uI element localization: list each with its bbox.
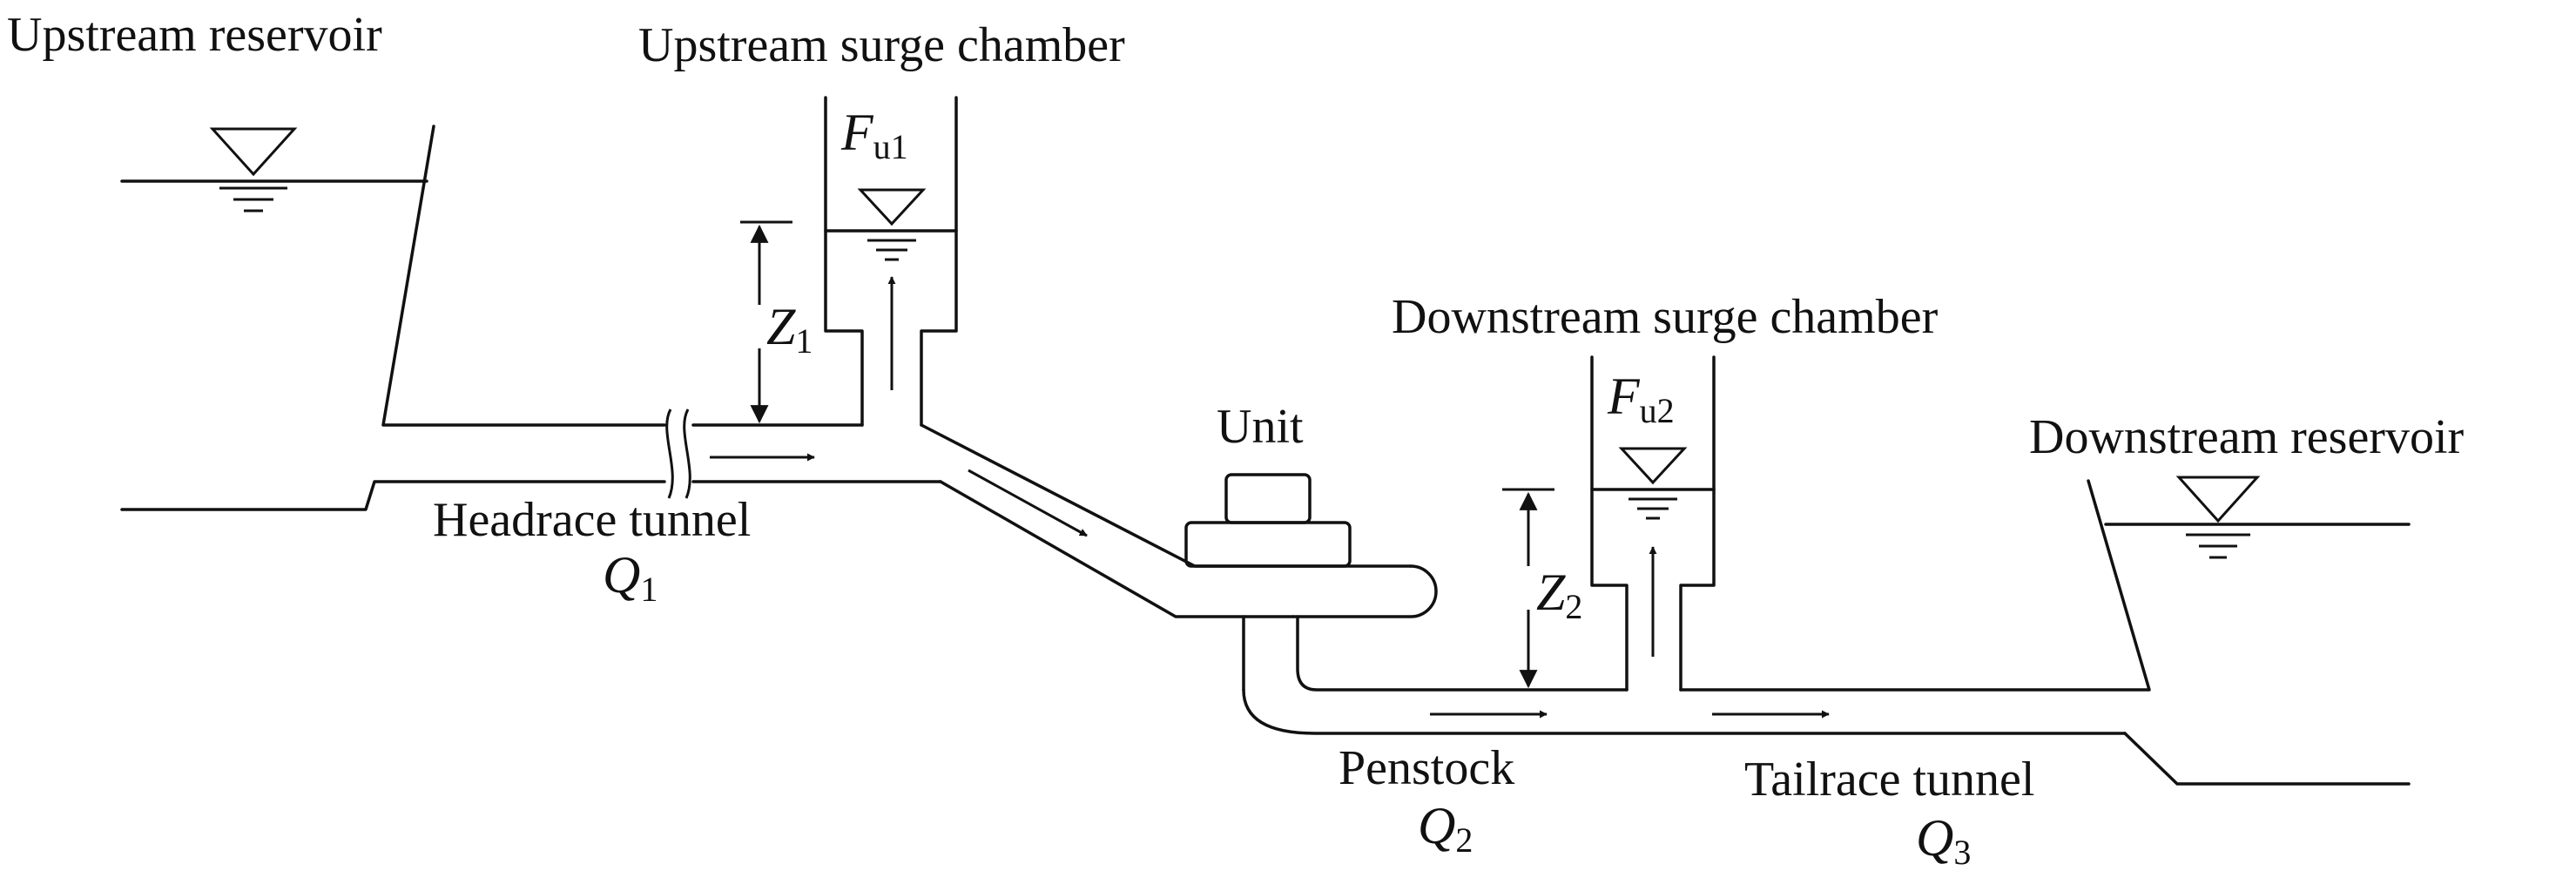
headrace-tunnel: [120, 408, 942, 511]
upstream-surge-chamber: [824, 96, 958, 427]
headrace-tunnel-label: Headrace tunnel: [433, 493, 751, 547]
symbol-f-u2: Fu2: [1607, 368, 1675, 430]
downstream-surge-chamber-label: Downstream surge chamber: [1392, 290, 1939, 344]
symbol-q2: Q2: [1418, 797, 1473, 860]
upstream-reservoir-label: Upstream reservoir: [7, 8, 382, 62]
penstock: [1242, 615, 2127, 735]
symbol-q3: Q3: [1916, 809, 1971, 872]
unit-label: Unit: [1217, 400, 1304, 454]
downstream-reservoir-label: Downstream reservoir: [2029, 410, 2465, 464]
upstream-reservoir-water-level-icon: [209, 127, 298, 213]
inclined-pipe: [920, 423, 1438, 618]
upstream-surge-chamber-label: Upstream surge chamber: [638, 18, 1125, 72]
symbol-q1: Q1: [603, 546, 657, 609]
generating-unit: [1184, 473, 1352, 568]
symbol-z1: Z1: [766, 298, 813, 361]
downstream-reservoir: [2104, 476, 2411, 559]
symbol-z2: Z2: [1536, 564, 1582, 626]
downstream-surge-chamber: [1590, 355, 1716, 692]
downstream-reservoir-water-level-icon: [2175, 476, 2261, 559]
symbol-f-u1: Fu1: [840, 104, 908, 166]
tailrace-tunnel-label: Tailrace tunnel: [1744, 753, 2034, 807]
pipe-break-icon: [665, 408, 691, 499]
penstock-label: Penstock: [1339, 741, 1514, 795]
tailrace-tunnel: [1679, 479, 2411, 786]
upstream-reservoir: [120, 125, 666, 427]
z1-dimension: [740, 220, 792, 424]
z2-dimension: [1502, 488, 1554, 689]
inclined-pipe-flow-arrow: [968, 469, 1088, 537]
downstream-surge-water-level-icon: [1618, 447, 1688, 520]
upstream-surge-water-level-icon: [857, 188, 927, 261]
